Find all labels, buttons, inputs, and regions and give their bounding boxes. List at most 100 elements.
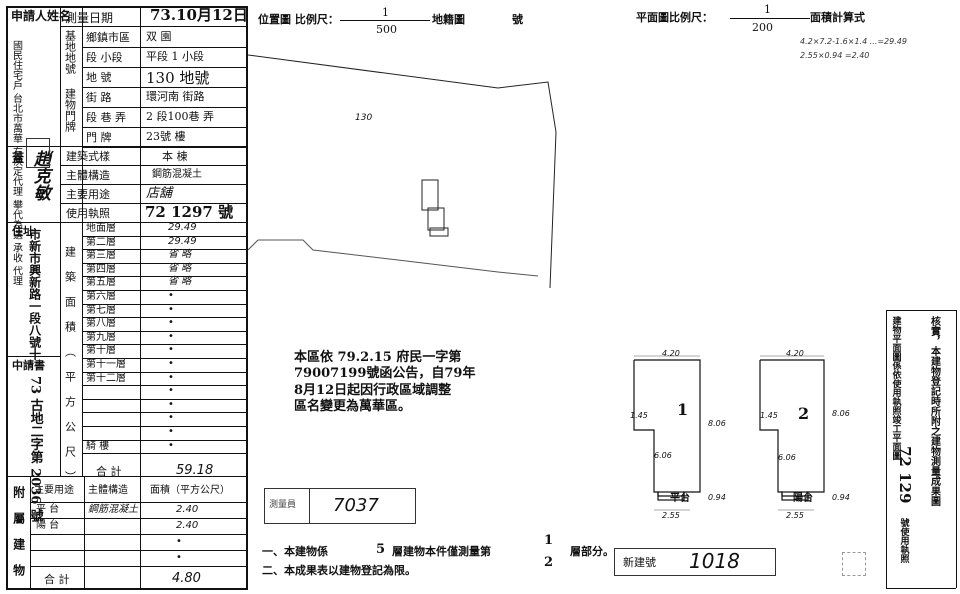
plan1-bal-label: 平台 xyxy=(670,493,690,504)
right-strip-text-b: 核實，本建物登記時所附之建物測量成果圖 xyxy=(928,316,940,506)
seal-name: 趙克敏 xyxy=(29,150,50,201)
seal-label: 蓋 xyxy=(12,151,25,165)
location-map xyxy=(248,54,557,289)
floor-name: 第五層 xyxy=(86,277,116,289)
notice-line-2: 79007199號函公告，自79年 xyxy=(294,366,476,382)
right-strip-suffix: 號使用執照 xyxy=(898,518,909,563)
survey-date-value: 73.10月12日 xyxy=(150,6,248,24)
main-structure-label: 主體構造 xyxy=(66,169,110,182)
floor-area: • xyxy=(168,385,174,397)
floor-name: 第九層 xyxy=(86,331,116,343)
floor-area: • xyxy=(168,412,174,424)
number-label: 號 xyxy=(512,13,523,26)
notice-line-3: 8月12日起因行政區域調整 xyxy=(294,382,452,398)
annex-area: 2.40 xyxy=(176,504,199,515)
floor-name: 第二層 xyxy=(86,236,116,248)
note-2-b: 2 xyxy=(544,555,554,570)
annex-area: • xyxy=(176,552,182,563)
floor-area: • xyxy=(168,330,174,342)
floor-area: • xyxy=(168,439,174,451)
annex-header: 主體構造 xyxy=(88,485,128,496)
floor-area: 省 略 xyxy=(168,276,192,288)
annex-use: 平 台 xyxy=(36,504,60,515)
floor-area: 省 略 xyxy=(168,249,192,261)
location-map-label: 位置圖 比例尺： xyxy=(258,13,339,26)
right-strip-text-a: 建物平面圖係依使用執照竣工平面圖 xyxy=(890,316,901,460)
annex-total-label: 合 計 xyxy=(44,573,70,586)
floor-name: 第八層 xyxy=(86,318,116,330)
scale-right-num: 1 xyxy=(764,3,771,16)
floor-name: 騎 樓 xyxy=(86,440,110,452)
floor-name: 第十一層 xyxy=(86,359,126,370)
area-calc-label: 面積計算式 xyxy=(810,11,865,24)
plan2-bal-label: 陽台 xyxy=(793,493,813,504)
total-label: 合 計 xyxy=(96,465,122,478)
main-structure-value: 鋼筋混凝土 xyxy=(152,169,202,180)
surveyor-stamp-box: 測量員 7037 xyxy=(264,488,416,524)
address-row-value: 環河南 街路 xyxy=(146,90,205,103)
doc-label: 中請書 xyxy=(12,359,45,372)
use-value: 店舖 xyxy=(146,186,173,201)
plan1-inner: 6.06 xyxy=(654,451,672,460)
address-row-value: 2 段100巷 弄 xyxy=(146,110,214,123)
surveyor-value: 7037 xyxy=(333,495,379,516)
floor-name: 地面層 xyxy=(86,223,116,234)
surveyor-label: 測量員 xyxy=(269,500,297,510)
floor-area: • xyxy=(168,398,174,410)
new-build-value: 1018 xyxy=(689,549,740,573)
annex-struct: 鋼筋混凝土 xyxy=(88,504,138,515)
applicant-label: 申請人姓名 xyxy=(11,9,72,23)
floor-name: 第六層 xyxy=(86,291,116,302)
annex-use: 陽 台 xyxy=(36,520,60,531)
annex-area: 2.40 xyxy=(176,520,199,531)
address-row-value: 平段 1 小段 xyxy=(146,50,204,63)
calc-line-1: 4.2×7.2-1.6×1.4 ...=29.49 xyxy=(800,37,907,46)
plan2-bottom: 2.55 xyxy=(786,511,804,520)
cadastral-label: 地籍圖 xyxy=(432,13,465,26)
plan1-top: 4.20 xyxy=(662,349,680,358)
seal-stamp xyxy=(26,138,50,168)
address-text: 市新市興新路一段八號十 xyxy=(27,228,42,360)
address-label: 住址 xyxy=(12,225,34,238)
floor-area: • xyxy=(168,290,174,301)
use-label: 主要用途 xyxy=(66,188,110,201)
note-1-d: 1 xyxy=(544,533,554,548)
note-1-b: 5 xyxy=(376,542,386,557)
license-label: 使用執照 xyxy=(66,207,110,220)
floor-plans xyxy=(633,355,825,511)
note-2-a: 二、本成果表以建物登記為限。 xyxy=(262,564,416,577)
plan1-left-dim: 1.45 xyxy=(630,411,648,420)
applicant-side-note: 國民住宅戶 台北市萬華 右決定代理 攀代為選 承收 代理 xyxy=(10,40,22,286)
address-row-label: 地 號 xyxy=(86,71,112,84)
floor-area: • xyxy=(168,371,174,383)
area-group-label: 建築面積（平方公尺） xyxy=(63,246,77,496)
address-row-label: 鄉鎮市區 xyxy=(86,31,130,44)
floor-area: • xyxy=(168,303,174,315)
floor-name: 第十二層 xyxy=(86,372,126,384)
total-value: 59.18 xyxy=(176,463,214,478)
floor-name: 第七層 xyxy=(86,304,116,316)
annex-total-value: 4.80 xyxy=(172,571,201,586)
calc-line-2: 2.55×0.94 =2.40 xyxy=(800,51,870,60)
address-row-label: 段 小段 xyxy=(86,51,123,64)
annex-label: 附屬建物 xyxy=(11,486,26,590)
floor-name: 第三層 xyxy=(86,250,116,262)
lot-label: 130 xyxy=(355,113,373,123)
plan1-bottom: 2.55 xyxy=(662,511,680,520)
plan1-bal-dim: 0.94 xyxy=(708,493,726,502)
scale-left-num: 1 xyxy=(382,6,389,19)
address-row-label: 街 路 xyxy=(86,91,112,104)
doc-number: 73 古地二字第 2036 號 xyxy=(27,376,43,522)
plan2-inner: 6.06 xyxy=(778,453,796,462)
notice-stamp: 本區依 79.2.15 府民一字第 79007199號函公告，自79年 8月12… xyxy=(294,350,475,415)
notice-line-1: 本區依 79.2.15 府民一字第 xyxy=(294,350,462,365)
address-row-value: 23號 樓 xyxy=(146,130,186,143)
plan2-right: 8.06 xyxy=(832,409,850,418)
plan2-no: 2 xyxy=(798,404,810,423)
small-seal xyxy=(842,552,866,576)
note-1-c: 層建物本件僅測量第 xyxy=(392,545,491,558)
floor-name: 第十層 xyxy=(86,345,116,357)
right-strip-license: 72 129 xyxy=(895,446,914,504)
plan2-bal-dim: 0.94 xyxy=(832,493,850,502)
floor-area: 29.49 xyxy=(168,222,197,233)
